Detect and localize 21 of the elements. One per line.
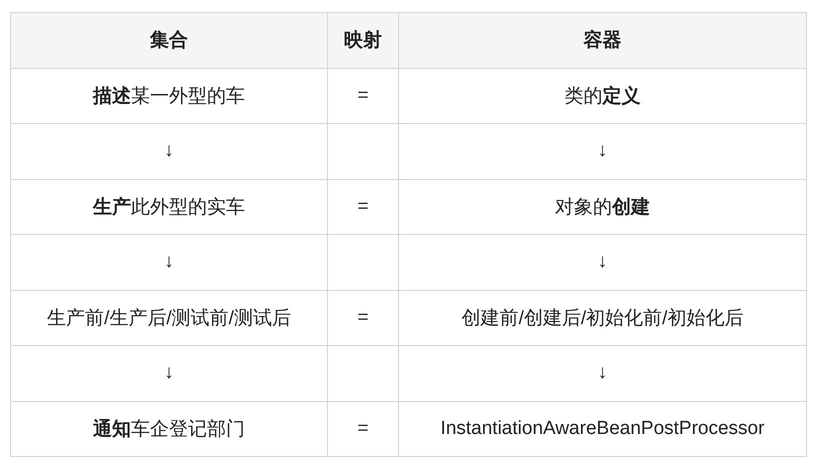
table-cell: = [328, 402, 398, 456]
table-cell: 生产此外型的实车 [11, 180, 327, 234]
column-header: 容器 [399, 13, 806, 68]
table-cell: ↓ [11, 346, 327, 400]
table-cell: 创建前/创建后/初始化前/初始化后 [399, 290, 806, 345]
table-cell: 生产前/生产后/测试前/测试后 [11, 290, 327, 345]
table-cell: ↓ [11, 235, 327, 290]
table-cell: ↓ [399, 124, 806, 178]
table-cell: 描述某一外型的车 [11, 68, 327, 123]
table-cell: InstantiationAwareBeanPostProcessor [399, 402, 806, 456]
table-cell: = [328, 68, 398, 123]
table-cell: 类的定义 [399, 68, 806, 123]
table-cell: = [328, 180, 398, 234]
table-cell: 通知车企登记部门 [11, 402, 327, 456]
table-cell: ↓ [399, 346, 806, 400]
table-cell: = [328, 290, 398, 345]
column-header: 集合 [11, 13, 327, 68]
table-cell: ↓ [399, 235, 806, 290]
column-header: 映射 [328, 13, 398, 68]
table-cell: ↓ [11, 124, 327, 178]
table-cell: 对象的创建 [399, 180, 806, 234]
